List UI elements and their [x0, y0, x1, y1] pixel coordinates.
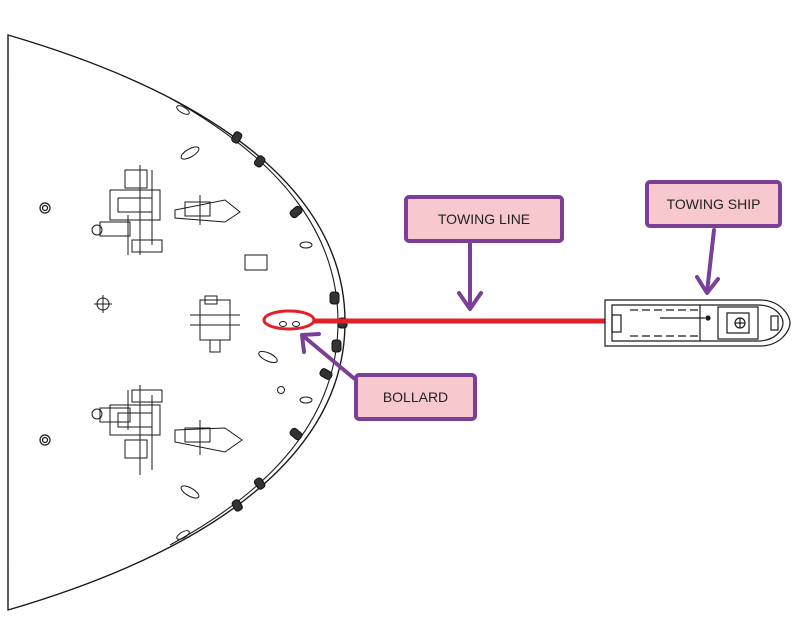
towing-ship-arrowhead — [695, 275, 720, 295]
bollard-icon — [279, 321, 300, 327]
mooring-winch-icon — [91, 385, 243, 475]
bollard-callout: BOLLARD — [354, 373, 477, 421]
deck-hatch-icon — [39, 202, 51, 446]
bitt-row — [176, 105, 313, 540]
towing-ship-arrow — [705, 228, 716, 294]
bollard-arrowhead — [300, 332, 321, 354]
mooring-winch-icon — [91, 165, 241, 255]
towing-line-label: TOWING LINE — [437, 211, 531, 227]
towing-ship-label: TOWING SHIP — [666, 196, 761, 212]
mooring-winch-icon — [190, 254, 268, 353]
crosshair-marker-icon — [94, 295, 112, 313]
fairlead-row — [231, 131, 348, 512]
towing-line-callout: TOWING LINE — [404, 195, 564, 243]
callout-arrows — [300, 228, 720, 382]
tug-boat-icon — [604, 299, 791, 347]
towing-ship-callout: TOWING SHIP — [645, 180, 782, 228]
bollard-label: BOLLARD — [382, 389, 449, 405]
towing-line-arrowhead — [457, 291, 483, 311]
bollard-arrow — [300, 333, 358, 382]
